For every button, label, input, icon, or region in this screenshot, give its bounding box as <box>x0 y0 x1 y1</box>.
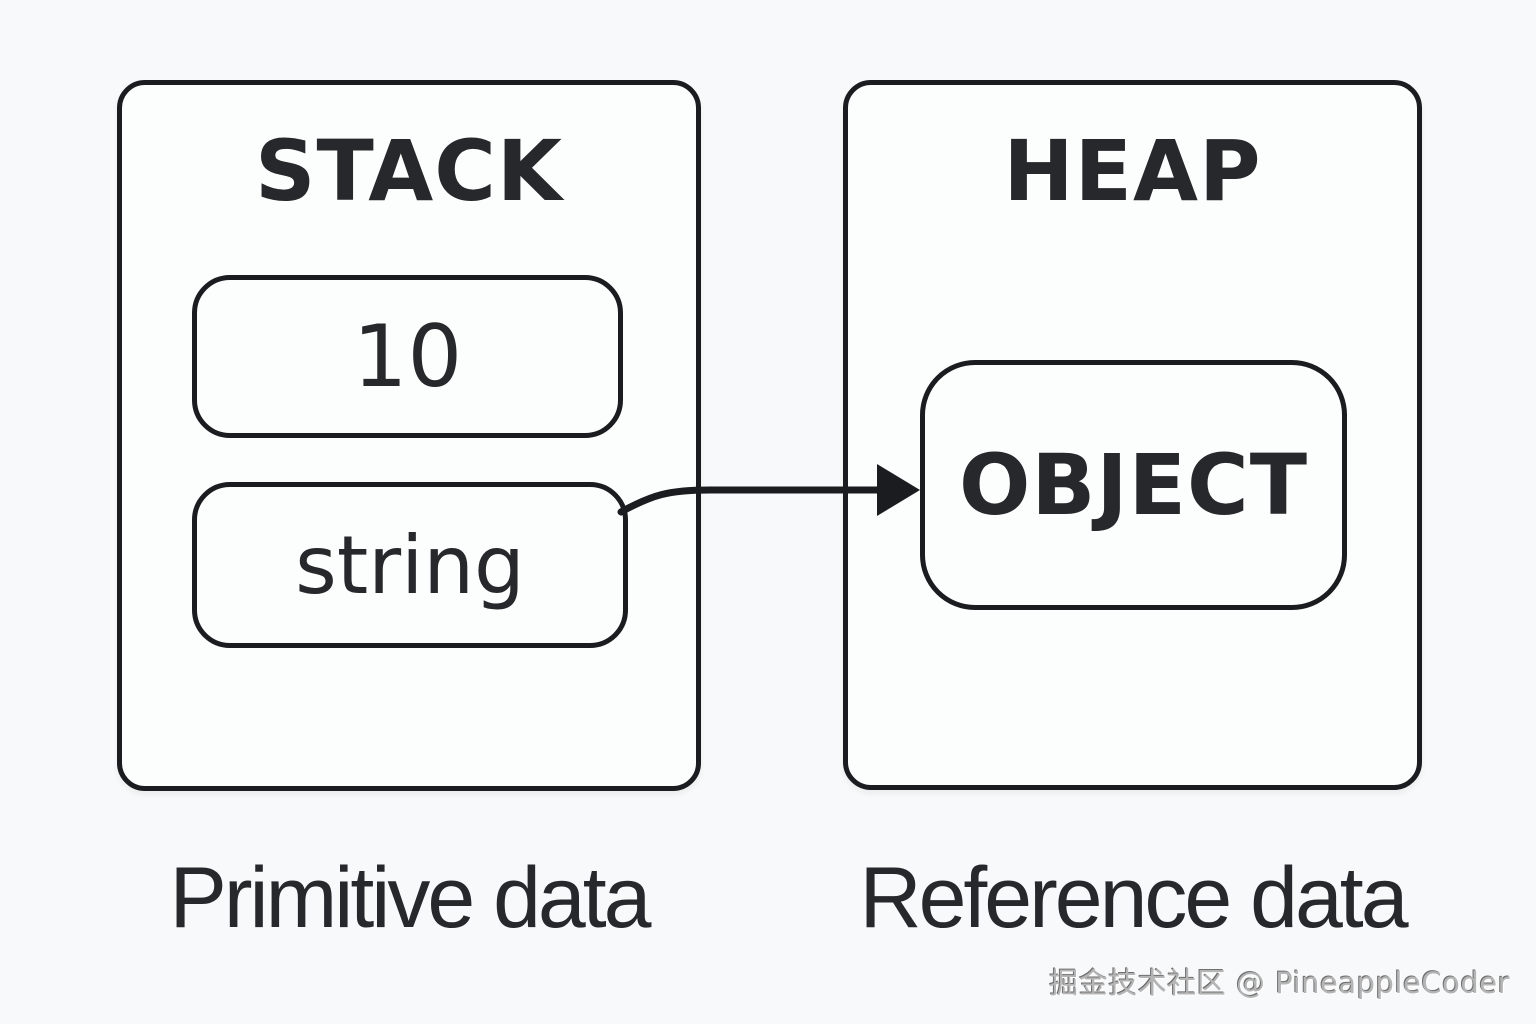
reference-data-caption: Reference data <box>859 850 1408 946</box>
heap-slot-object: OBJECT <box>920 360 1347 610</box>
heap-title: HEAP <box>1003 122 1262 220</box>
stack-container: STACK 10 string <box>117 80 701 791</box>
stack-slot-10-label: 10 <box>352 306 463 407</box>
heap-slot-object-label: OBJECT <box>958 436 1308 534</box>
primitive-data-caption: Primitive data <box>169 850 652 946</box>
stack-slot-10: 10 <box>192 275 623 438</box>
stack-title: STACK <box>254 122 564 220</box>
stack-slot-string-label: string <box>295 518 525 612</box>
watermark-text: 掘金技术社区 @ PineappleCoder <box>1049 966 1510 1000</box>
heap-container: HEAP OBJECT <box>843 80 1422 790</box>
stack-slot-string: string <box>192 482 628 648</box>
